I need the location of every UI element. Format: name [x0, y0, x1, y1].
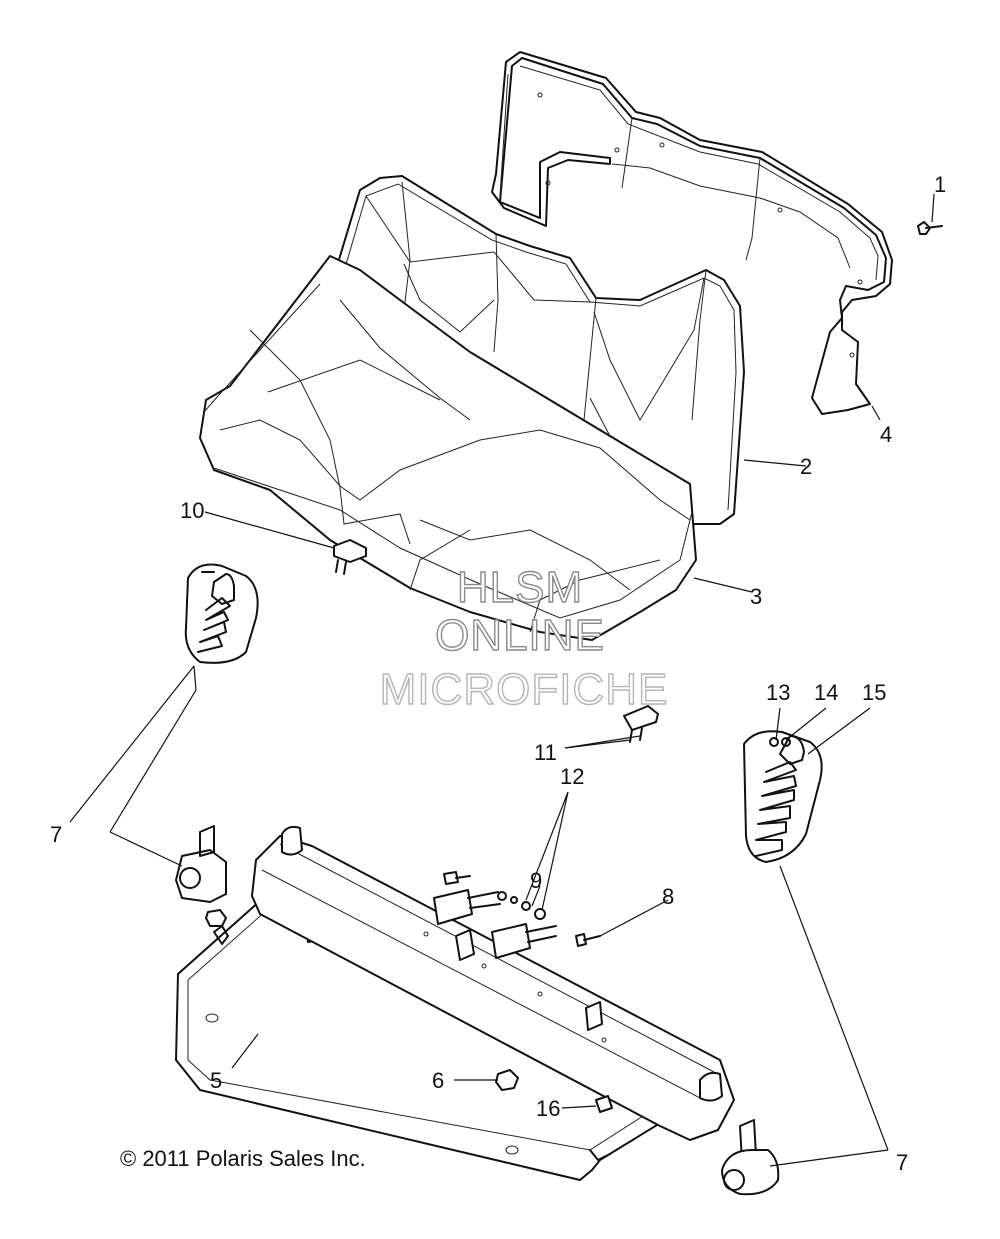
callout-12: 12: [560, 764, 584, 789]
callout-14: 14: [814, 680, 838, 705]
leader-lines: [109, 193, 935, 1167]
bolt-part-8: [575, 933, 601, 947]
screw-part-1: [917, 221, 943, 235]
seat-belt-buckles: [433, 871, 557, 959]
nut-part-6: [495, 1069, 519, 1091]
callout-8: 8: [662, 884, 674, 909]
spacer-part-16: [595, 1095, 613, 1113]
callout-1: 1: [934, 172, 946, 197]
callout-11: 11: [534, 740, 557, 765]
retractor-left: [175, 825, 227, 927]
callout-15: 15: [862, 680, 886, 705]
callout-7-right: 7: [896, 1150, 908, 1175]
callout-2: 2: [800, 454, 812, 479]
callout-7-left: 7: [50, 822, 62, 847]
seat-back-cushion: [327, 175, 745, 525]
copyright-notice: © 2011 Polaris Sales Inc.: [120, 1146, 366, 1171]
watermark-line-3: MICROFICHE: [380, 665, 669, 714]
callout-9: 9: [530, 868, 542, 893]
callout-16: 16: [536, 1096, 560, 1121]
seat-bottom-cushion: [199, 255, 697, 641]
watermark: HLSM ONLINE MICROFICHE: [379, 562, 669, 714]
callout-13: 13: [766, 680, 790, 705]
bracket-part-11: [623, 705, 659, 743]
watermark-line-1: HLSM: [457, 563, 583, 612]
callout-labels: 1 2 3 4 5 6 7 7 8 9 10 11 12 13 14 15 16: [50, 172, 946, 1175]
callout-6: 6: [432, 1068, 444, 1093]
seat-belt-detail-left: [69, 563, 259, 833]
retractor-right: [721, 1119, 780, 1196]
callout-4: 4: [880, 422, 892, 447]
bracket-part-10: [333, 539, 367, 575]
callout-10: 10: [180, 498, 204, 523]
callout-5: 5: [210, 1068, 222, 1093]
seat-back-panel: [491, 51, 893, 415]
seat-belt-detail-right: [743, 730, 889, 1151]
watermark-line-2: ONLINE: [435, 611, 605, 660]
callout-3: 3: [750, 584, 762, 609]
